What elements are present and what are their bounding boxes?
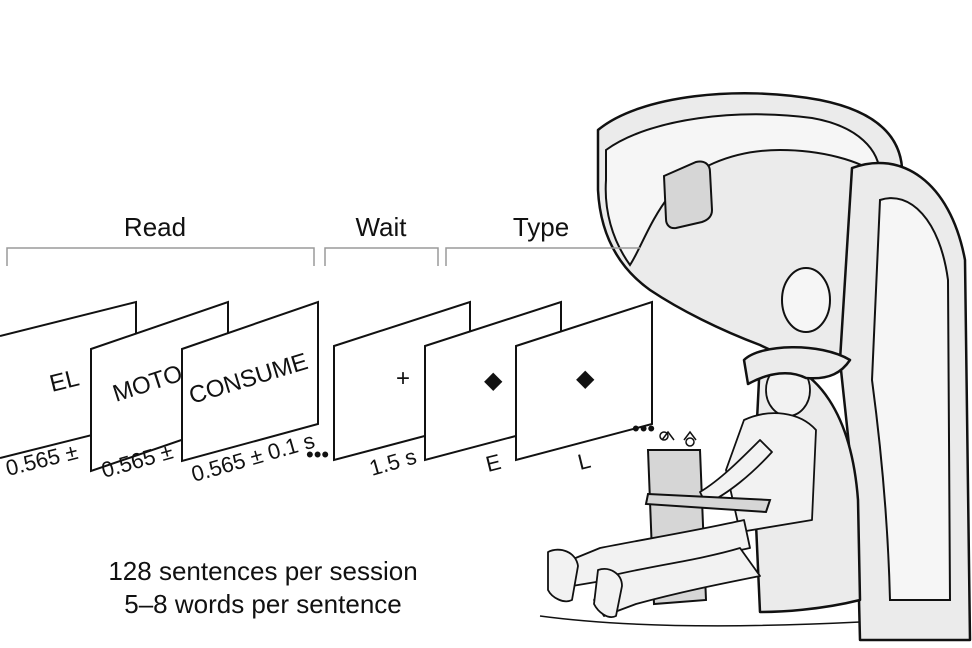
screen-6-key: L xyxy=(575,448,593,475)
keyboard-icon xyxy=(644,492,772,514)
screen-5-cue: ◆ xyxy=(484,367,503,394)
participant-illustration xyxy=(539,346,861,627)
phase-label-read: Read xyxy=(124,212,186,242)
stimulus-sequence: EL 0.565 ± MOTO 0.565 ± CONSUME 0.565 ± … xyxy=(0,300,655,487)
caption-sentences-per-session: 128 sentences per session xyxy=(108,556,417,586)
screen-6: ◆ L ••• xyxy=(515,300,655,475)
bracket-type xyxy=(445,247,640,266)
bracket-wait xyxy=(324,247,439,266)
fixation-cross: + xyxy=(396,365,410,392)
phase-labels: Read Wait Type xyxy=(6,212,640,266)
bracket-read xyxy=(6,247,315,266)
screen-6-cue: ◆ xyxy=(576,365,595,392)
continuation-dots-type: ••• xyxy=(632,416,655,441)
caption: 128 sentences per session 5–8 words per … xyxy=(108,556,417,619)
screen-5-key: E xyxy=(483,449,503,477)
phase-label-type: Type xyxy=(513,212,569,242)
phase-label-wait: Wait xyxy=(355,212,407,242)
meg-scanner-illustration xyxy=(596,92,972,642)
continuation-dots-read: ••• xyxy=(306,442,329,467)
caption-words-per-sentence: 5–8 words per sentence xyxy=(124,589,402,619)
